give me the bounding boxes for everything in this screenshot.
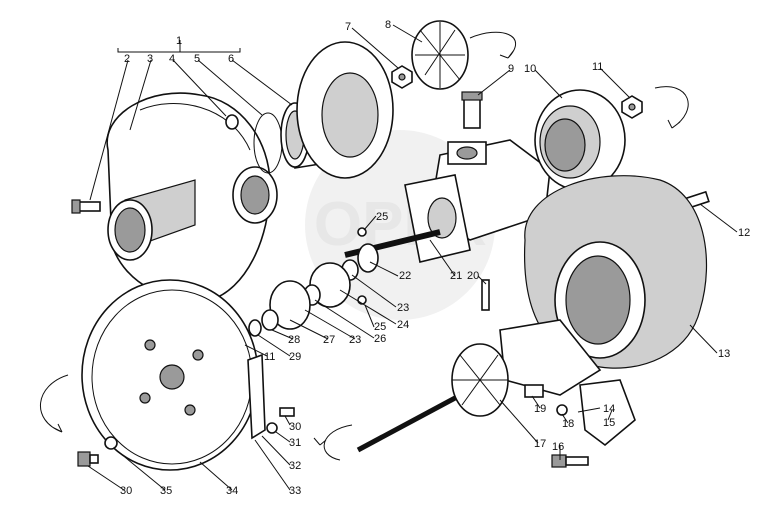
bolt-2	[71, 199, 101, 214]
callout-35: 35	[160, 485, 172, 497]
bearing-housing	[404, 139, 551, 263]
ring-4	[225, 114, 239, 130]
callout-32: 32	[289, 460, 301, 472]
callout-23-upper: 23	[397, 302, 409, 314]
turbine-shaft-17	[356, 343, 509, 453]
callout-22: 22	[399, 270, 411, 282]
washer-18	[556, 404, 568, 416]
callout-24: 24	[397, 319, 409, 331]
compressor-wheel-8	[411, 20, 469, 90]
rotation-arrow-bottom	[313, 424, 353, 461]
callout-27: 27	[323, 334, 335, 346]
ring-29	[248, 319, 262, 337]
callout-34: 34	[226, 485, 238, 497]
callout-11-lower: 11	[264, 351, 275, 363]
seal-ring-10	[534, 89, 626, 191]
callout-3: 3	[147, 53, 153, 65]
oil-deflector-27	[269, 280, 311, 330]
washer-31	[266, 422, 278, 434]
callout-1: 1	[176, 35, 182, 47]
callout-16: 16	[552, 441, 564, 453]
callout-30-right: 30	[289, 421, 301, 433]
bolt-30-right	[279, 407, 295, 417]
callout-20: 20	[467, 270, 479, 282]
leader-lines	[87, 24, 738, 491]
bolt-16	[551, 454, 589, 468]
callout-6: 6	[228, 53, 234, 65]
compressor-housing	[106, 92, 278, 302]
callout-29: 29	[289, 351, 301, 363]
callout-19: 19	[534, 403, 546, 415]
callout-4: 4	[169, 53, 175, 65]
bolt-30-left	[77, 451, 99, 467]
rotation-arrow-right	[654, 86, 689, 129]
nut-7	[391, 65, 413, 89]
bracket-32	[247, 353, 266, 440]
callout-25-upper: 25	[376, 211, 388, 223]
callout-11-top: 11	[592, 61, 603, 73]
callout-2: 2	[124, 53, 130, 65]
shaft-21-22	[344, 229, 441, 273]
callout-18: 18	[562, 418, 574, 430]
callout-26: 26	[374, 333, 386, 345]
turbine-housing-13	[499, 175, 708, 396]
rotation-arrow-top	[469, 31, 516, 59]
callout-labels: 1 2 3 4 5 6 7 8 9 10 11 12 13 14 15 16 1…	[120, 19, 750, 497]
bolt-20	[481, 279, 490, 311]
callout-30-left: 30	[120, 485, 132, 497]
gasket-15	[579, 379, 636, 447]
pin-9	[461, 91, 483, 129]
callout-10: 10	[524, 63, 536, 75]
callout-7: 7	[345, 21, 351, 33]
callout-21: 21	[450, 270, 462, 282]
callout-12: 12	[738, 227, 750, 239]
callout-33: 33	[289, 485, 301, 497]
nut-11-top	[621, 95, 643, 119]
callout-31: 31	[289, 437, 301, 449]
washer-35	[104, 436, 118, 450]
callout-15: 15	[603, 417, 615, 429]
callout-28: 28	[288, 334, 300, 346]
callout-17: 17	[534, 438, 546, 450]
rotation-arrow-left	[39, 374, 69, 433]
callout-23-lower: 23	[349, 334, 361, 346]
callout-8: 8	[385, 19, 391, 31]
callout-25-lower: 25	[374, 321, 386, 333]
callout-5: 5	[194, 53, 200, 65]
callout-14: 14	[603, 403, 615, 415]
ring-28	[261, 309, 279, 331]
callout-9: 9	[508, 63, 514, 75]
backplate	[296, 41, 394, 179]
bracket-19	[524, 384, 544, 398]
callout-13: 13	[718, 348, 730, 360]
